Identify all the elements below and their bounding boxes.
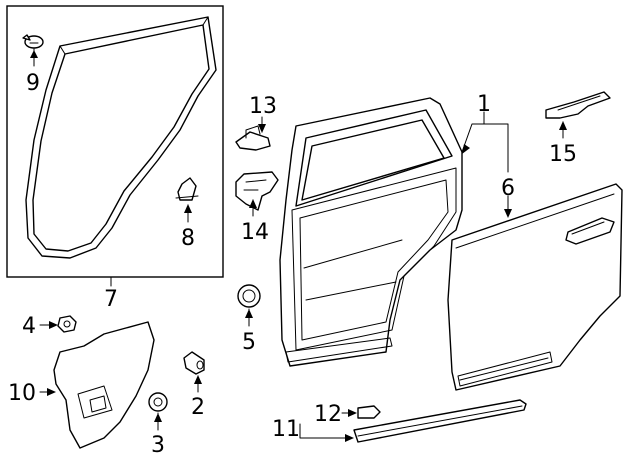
arrow-14 bbox=[249, 199, 257, 208]
weatherstrip-group-box bbox=[6, 5, 224, 278]
arrow-3 bbox=[154, 413, 162, 422]
callout-1: 1 bbox=[477, 92, 491, 117]
plug-part-3 bbox=[148, 392, 168, 412]
callout-2: 2 bbox=[191, 395, 205, 420]
arrow-11 bbox=[345, 434, 354, 442]
clip-part-8 bbox=[175, 177, 199, 201]
callout-9: 9 bbox=[26, 71, 40, 96]
callout-12: 12 bbox=[314, 402, 342, 427]
callout-6: 6 bbox=[501, 176, 515, 201]
arrow-1 bbox=[462, 144, 470, 154]
arrow-8 bbox=[184, 204, 192, 213]
arrow-6 bbox=[504, 209, 512, 218]
door-check-part-14 bbox=[235, 171, 279, 211]
moulding-part-11 bbox=[353, 399, 527, 443]
bracket-part-15 bbox=[545, 91, 611, 119]
callout-14: 14 bbox=[241, 220, 269, 245]
callout-7: 7 bbox=[104, 287, 118, 312]
arrow-4 bbox=[49, 321, 58, 329]
callout-13: 13 bbox=[249, 94, 277, 119]
service-cover-part-10 bbox=[53, 321, 155, 449]
arrow-12 bbox=[348, 409, 357, 417]
callout-5: 5 bbox=[242, 330, 256, 355]
outer-panel-part-6 bbox=[447, 183, 623, 391]
callout-11: 11 bbox=[272, 417, 300, 442]
grommet-part-5 bbox=[237, 284, 261, 308]
rear-door-assembly-part-1 bbox=[279, 97, 463, 367]
arrow-15 bbox=[559, 121, 567, 130]
callout-4: 4 bbox=[22, 314, 36, 339]
arrow-9 bbox=[30, 50, 38, 58]
clip-part-12 bbox=[357, 405, 381, 419]
arrow-2 bbox=[194, 375, 202, 384]
bumper-part-2 bbox=[183, 351, 205, 375]
arrow-5 bbox=[245, 309, 253, 318]
arrow-10 bbox=[47, 388, 56, 396]
callout-10: 10 bbox=[8, 381, 36, 406]
bracket-part-13 bbox=[235, 125, 271, 151]
nut-part-4 bbox=[57, 315, 77, 333]
arrow-13 bbox=[258, 124, 266, 133]
callout-3: 3 bbox=[151, 433, 165, 458]
callout-8: 8 bbox=[181, 226, 195, 251]
callout-15: 15 bbox=[549, 142, 577, 167]
door-weatherstrip bbox=[25, 16, 217, 259]
clip-part-9 bbox=[22, 34, 44, 49]
